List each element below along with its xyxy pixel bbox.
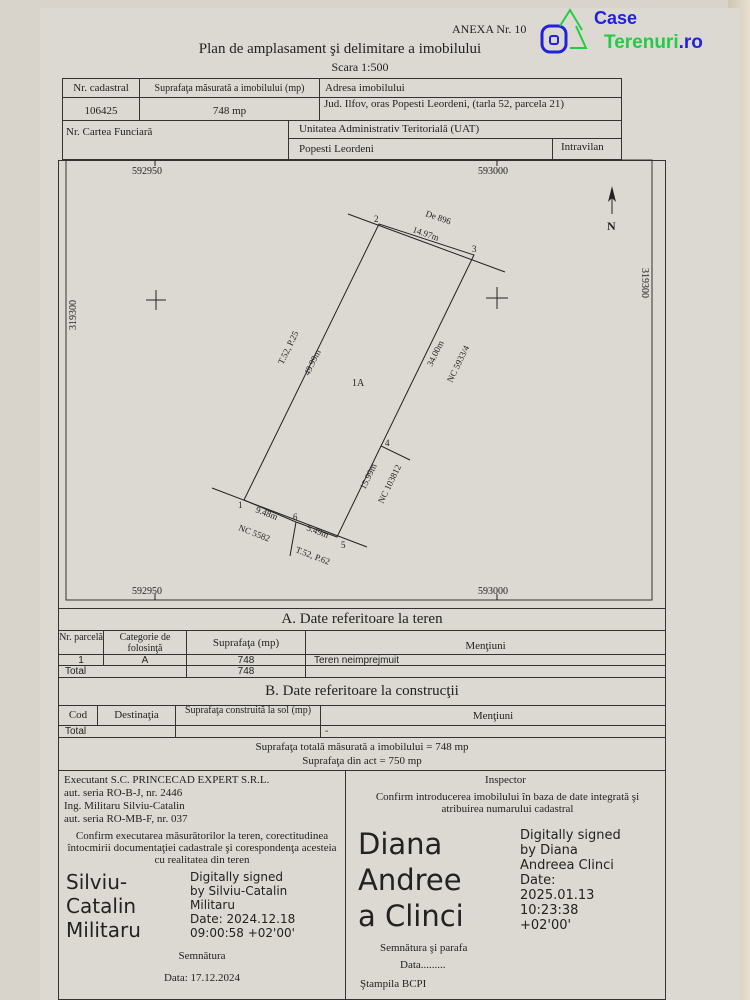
sig-name-line: Silviu- <box>66 870 128 894</box>
sig-name-line: a Clinci <box>358 899 464 933</box>
point-4: 4 <box>385 438 390 448</box>
sig-name-line: Catalin <box>66 894 137 918</box>
inspector-signature: Diana Andree a Clinci <box>358 826 464 934</box>
sig-text-line: by Silviu-Catalin <box>190 884 288 898</box>
sig-text-line: Digitally signed <box>190 870 283 884</box>
inspector-digital-signature: Digitally signed by Diana Andreea Clinci… <box>520 828 621 933</box>
executant-line4: aut. seria RO-MB-F, nr. 037 <box>64 813 188 825</box>
plan-frame <box>65 159 653 601</box>
top-road-label: De 896 <box>424 208 453 226</box>
north-arrow-head-icon <box>608 186 616 202</box>
coord-y-left: 319300 <box>68 300 79 330</box>
left-length-label: 49.99m <box>302 348 323 377</box>
watermark-logo: Case Terenuri.ro <box>538 8 728 58</box>
neighbor-line <box>380 445 411 461</box>
annex-label: ANEXA Nr. 10 <box>452 22 527 36</box>
sig-name-line: Andree <box>358 863 462 897</box>
sig-text-line: +02'00' <box>520 918 572 933</box>
executant-digital-signature: Digitally signed by Silviu-Catalin Milit… <box>190 870 295 940</box>
sig-text-line: by Diana <box>520 843 578 858</box>
executant-info: Executant S.C. PRINCECAD EXPERT S.R.L. a… <box>64 774 269 826</box>
col-suprafata: Suprafaţa (mp) <box>186 630 306 655</box>
stamp-label: Ştampila BCPI <box>360 978 427 990</box>
left-neighbor-label: T.52, P.25 <box>276 329 301 366</box>
executant-line3: Ing. Militaru Silviu-Catalin <box>64 800 185 812</box>
sig-text-line: 10:23:38 <box>520 903 579 918</box>
point-3: 3 <box>472 244 477 254</box>
south-line <box>211 487 368 548</box>
right-low-neighbor-label: NC 103812 <box>376 463 403 505</box>
point-6: 6 <box>293 512 298 522</box>
logo-text-terenuri: Terenuri <box>604 32 679 53</box>
sig-text-line: 09:00:58 +02'00' <box>190 926 295 940</box>
col-cod: Cod <box>58 705 98 726</box>
executant-confirm: Confirm executarea măsurătorilor la tere… <box>67 830 337 866</box>
section-b-title: B. Date referitoare la construcţii <box>58 677 666 706</box>
sig-text-line: Date: <box>520 873 556 888</box>
executant-line1: Executant S.C. PRINCECAD EXPERT S.R.L. <box>64 774 270 786</box>
coord-x-right-top: 593000 <box>478 166 508 177</box>
coord-y-right: 319300 <box>639 268 650 298</box>
total-measured: Suprafaţa totală măsurată a imobilului =… <box>255 741 469 753</box>
document-page <box>40 8 740 1000</box>
sig-text-line: Andreea Clinci <box>520 858 614 873</box>
col-nr-parcela: Nr. parcelă <box>58 630 104 655</box>
site-plan: 592950 593000 592950 593000 319300 31930… <box>65 159 653 601</box>
house-icon <box>540 8 588 54</box>
col-categorie: Categorie de folosinţă <box>103 630 187 655</box>
road-line <box>347 213 506 273</box>
top-length-label: 14.97m <box>411 224 440 242</box>
coord-x-right-bottom: 593000 <box>478 586 508 597</box>
col-mentiuni-b: Menţiuni <box>320 705 666 726</box>
neighbor-line <box>289 521 297 557</box>
sig-name-line: Diana <box>358 827 443 861</box>
point-1: 1 <box>238 500 243 510</box>
point-2: 2 <box>374 214 379 224</box>
point-5: 5 <box>341 540 346 550</box>
section-a-title: A. Date referitoare la teren <box>58 608 666 631</box>
executant-signature: Silviu- Catalin Militaru <box>66 870 141 942</box>
sig-name-line: Militaru <box>66 918 141 942</box>
executant-sign-label: Semnătura <box>178 950 226 962</box>
bottom-length-1-label: 9.48m <box>254 505 279 522</box>
right-neighbor-label: NC 5933/4 <box>445 343 472 384</box>
bottom-neighbor-1-label: NC 5582 <box>237 523 271 544</box>
sig-text-line: Digitally signed <box>520 828 621 843</box>
inspector-title: Inspector <box>485 774 526 786</box>
page-title: Plan de amplasament şi delimitare a imob… <box>198 41 482 57</box>
col-suprafata-construita: Suprafaţa construită la sol (mp) <box>175 705 321 726</box>
col-destinatia: Destinaţia <box>97 705 176 726</box>
inspector-confirm: Confirm introducerea imobilului în baza … <box>375 791 640 815</box>
total-act: Suprafaţa din act = 750 mp <box>302 755 422 767</box>
executant-line2: aut. seria RO-B-J, nr. 2446 <box>64 787 183 799</box>
sig-text-line: Militaru <box>190 898 235 912</box>
col-mentiuni: Menţiuni <box>305 630 666 655</box>
executant-date: Data: 17.12.2024 <box>163 972 241 984</box>
logo-text-case: Case <box>594 8 638 28</box>
right-low-length-label: 15.99m <box>358 462 379 491</box>
logo-text-ro: .ro <box>678 32 703 53</box>
right-length-label: 34.00m <box>425 339 446 368</box>
parcel-label: 1A <box>352 378 365 389</box>
north-label: N <box>607 219 616 233</box>
bottom-length-2-label: 5.49m <box>305 523 330 540</box>
scale: Scara 1:500 <box>331 60 389 74</box>
bottom-neighbor-2-label: T.52, P.62 <box>294 545 331 567</box>
inspector-date-label: Data......... <box>400 959 446 971</box>
inspector-sign-label: Semnătura şi parafa <box>380 942 468 954</box>
sig-text-line: Date: 2024.12.18 <box>190 912 296 926</box>
coord-x-left-top: 592950 <box>132 166 162 177</box>
sig-text-line: 2025.01.13 <box>520 888 595 903</box>
coord-x-left-bottom: 592950 <box>132 586 162 597</box>
